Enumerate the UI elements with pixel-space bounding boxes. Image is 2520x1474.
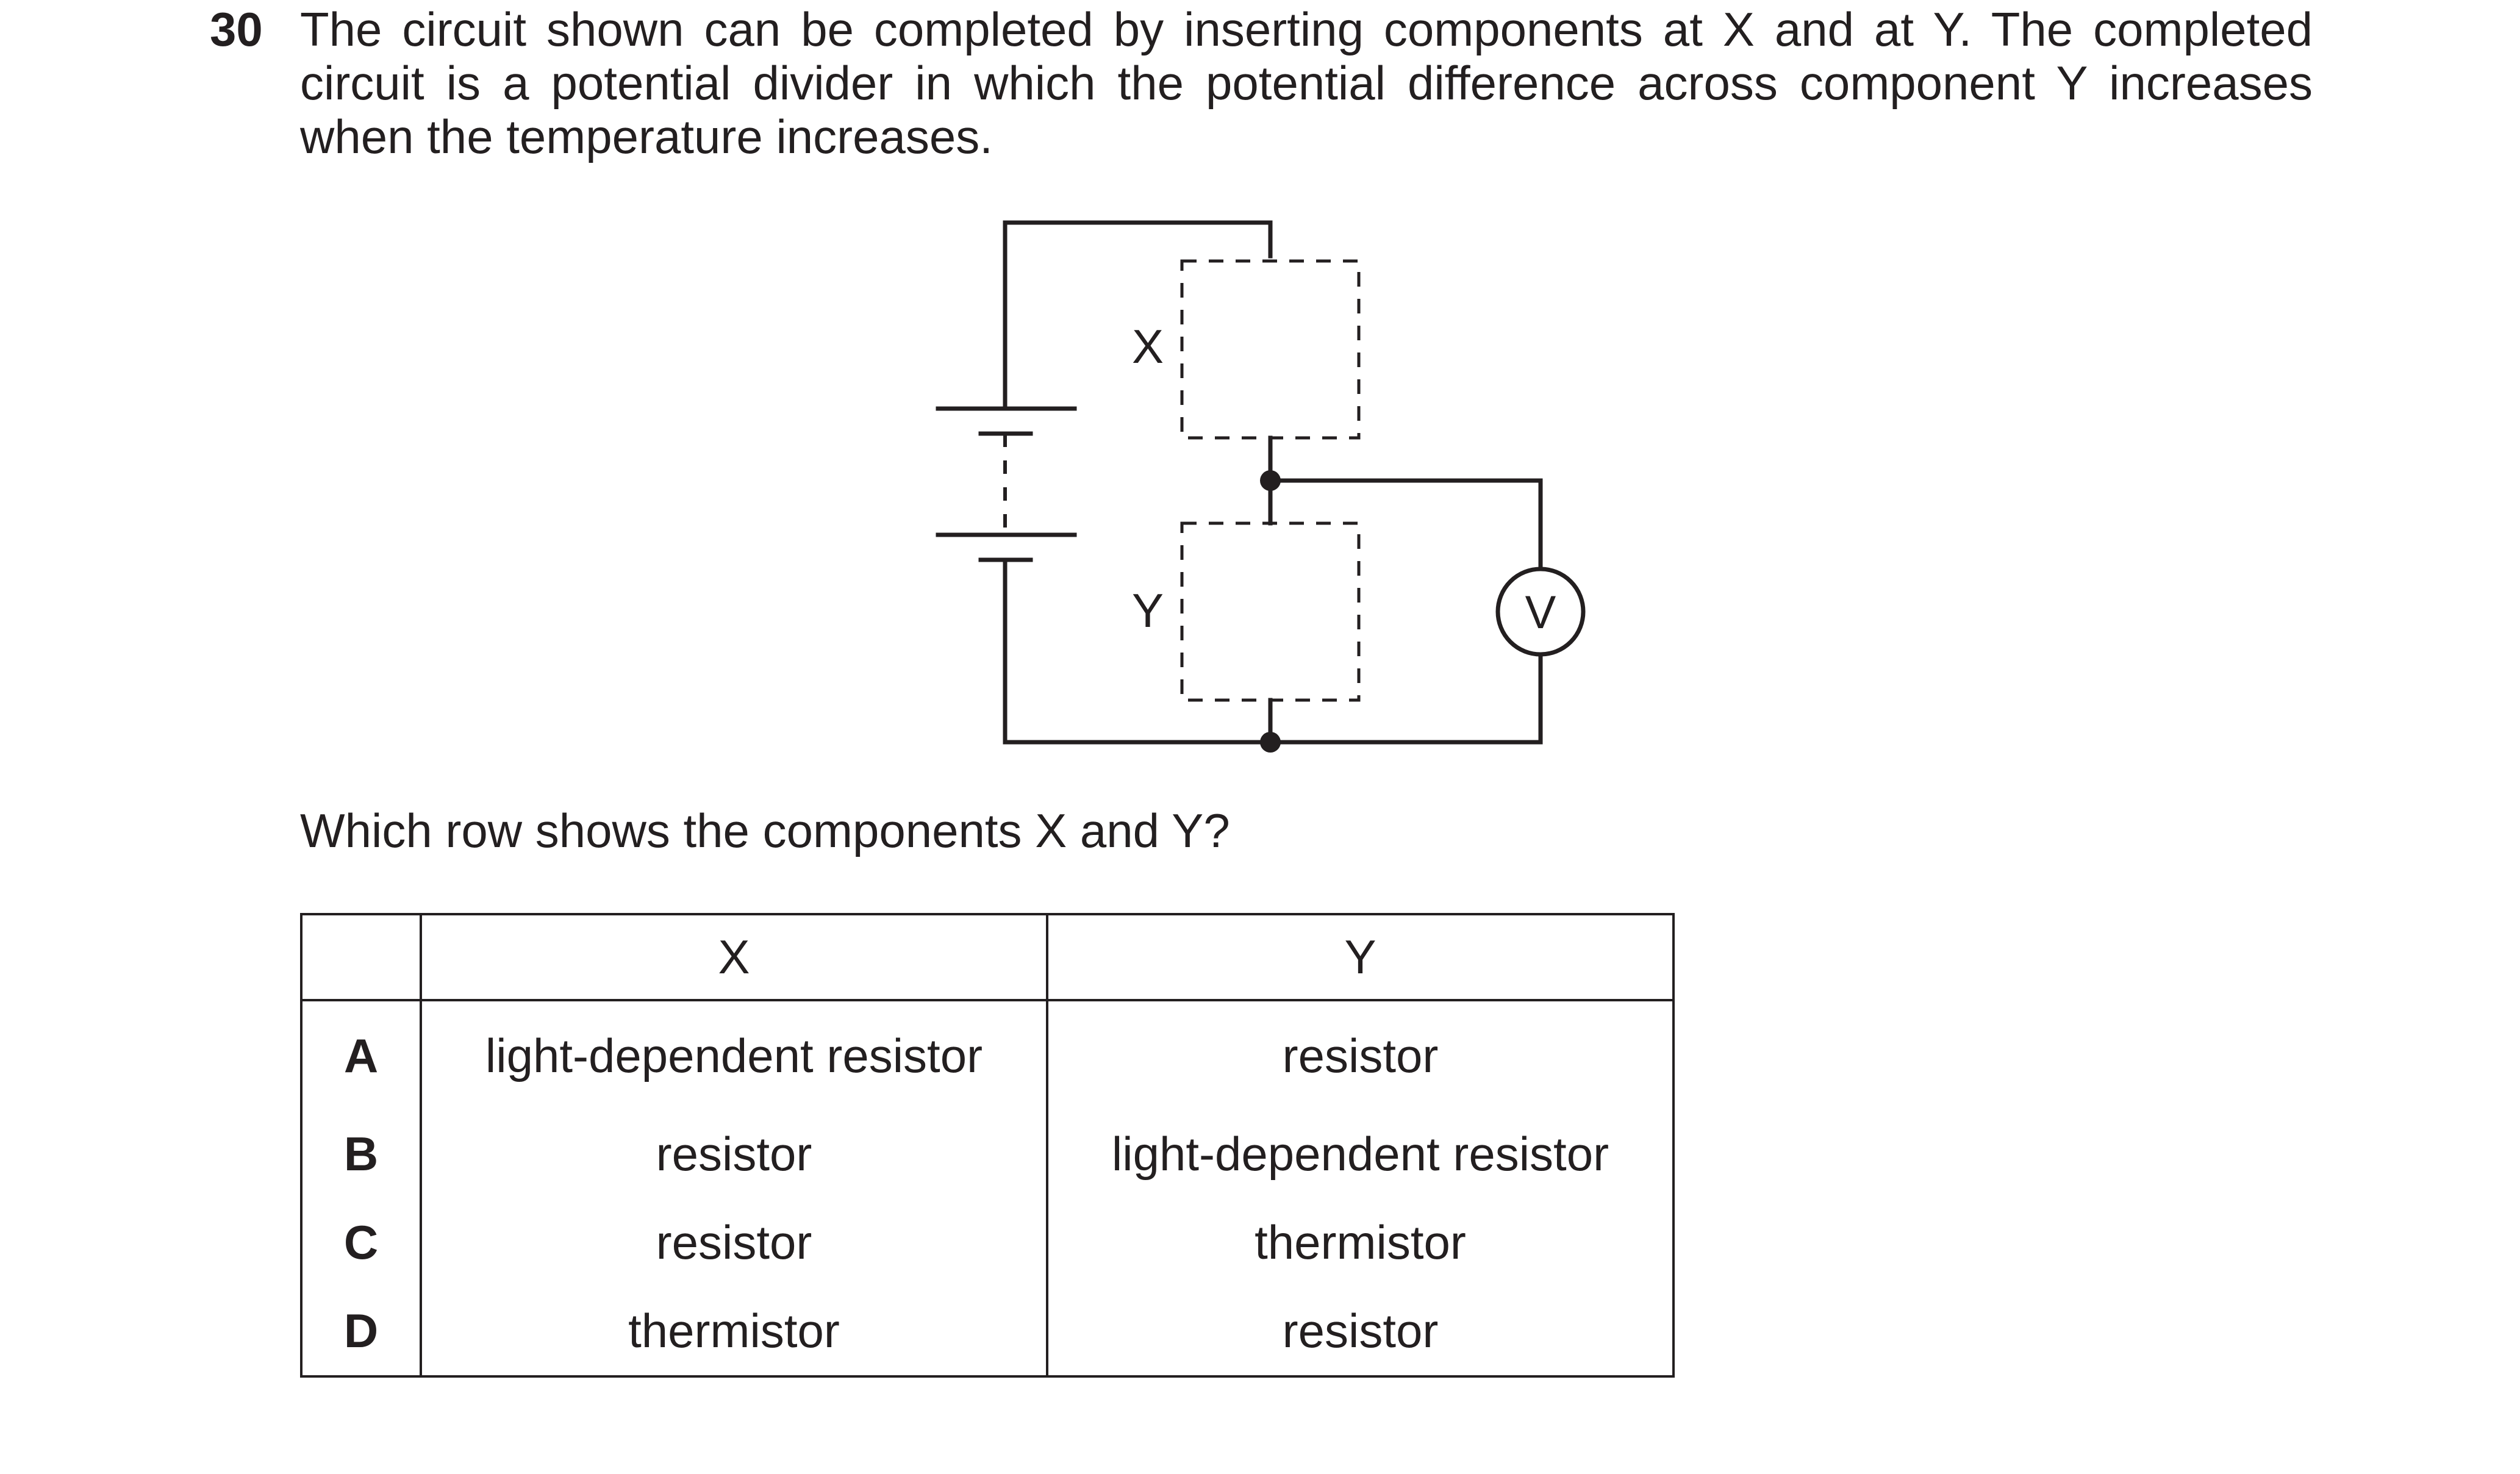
option-a-y: resistor — [1046, 1000, 1675, 1110]
wire-bottom — [1003, 557, 1543, 745]
table-header-blank — [300, 913, 422, 1001]
voltmeter-label: V — [1525, 587, 1556, 639]
table-row-d[interactable]: D thermistor resistor — [300, 1287, 1675, 1378]
wire-to-voltmeter — [1268, 478, 1543, 573]
option-c-y: thermistor — [1046, 1198, 1675, 1287]
option-d-y: resistor — [1046, 1287, 1675, 1378]
option-letter-c: C — [300, 1198, 422, 1287]
table-row-a[interactable]: A light-dependent resistor resistor — [300, 1000, 1675, 1110]
option-d-x: thermistor — [420, 1287, 1048, 1378]
option-b-x: resistor — [420, 1110, 1048, 1198]
junction-dot-bottom — [1260, 732, 1281, 753]
label-y: Y — [1132, 584, 1164, 637]
question-number: 30 — [210, 2, 263, 56]
junction-dot-middle — [1260, 470, 1281, 491]
table-header-x: X — [420, 913, 1048, 1001]
question-stem: The circuit shown can be completed by in… — [300, 2, 2313, 163]
component-box-y — [1180, 521, 1361, 702]
table-header-row: X Y — [300, 913, 1675, 1001]
wire-top — [1003, 220, 1273, 411]
component-box-x — [1180, 259, 1361, 440]
option-c-x: resistor — [420, 1198, 1048, 1287]
table-row-c[interactable]: C resistor thermistor — [300, 1198, 1675, 1287]
answer-options-table: X Y A light-dependent resistor resistor … — [300, 913, 1675, 1378]
table-row-b[interactable]: B resistor light-dependent resistor — [300, 1110, 1675, 1198]
option-b-y: light-dependent resistor — [1046, 1110, 1675, 1198]
table-header-y: Y — [1046, 913, 1675, 1001]
question-prompt: Which row shows the components X and Y? — [300, 804, 1230, 857]
option-a-x: light-dependent resistor — [420, 1000, 1048, 1110]
circuit-diagram: V X Y — [936, 220, 1586, 753]
voltmeter-icon — [1495, 567, 1586, 657]
label-x: X — [1132, 320, 1164, 373]
option-letter-b: B — [300, 1110, 422, 1198]
option-letter-d: D — [300, 1287, 422, 1378]
option-letter-a: A — [300, 1000, 422, 1110]
